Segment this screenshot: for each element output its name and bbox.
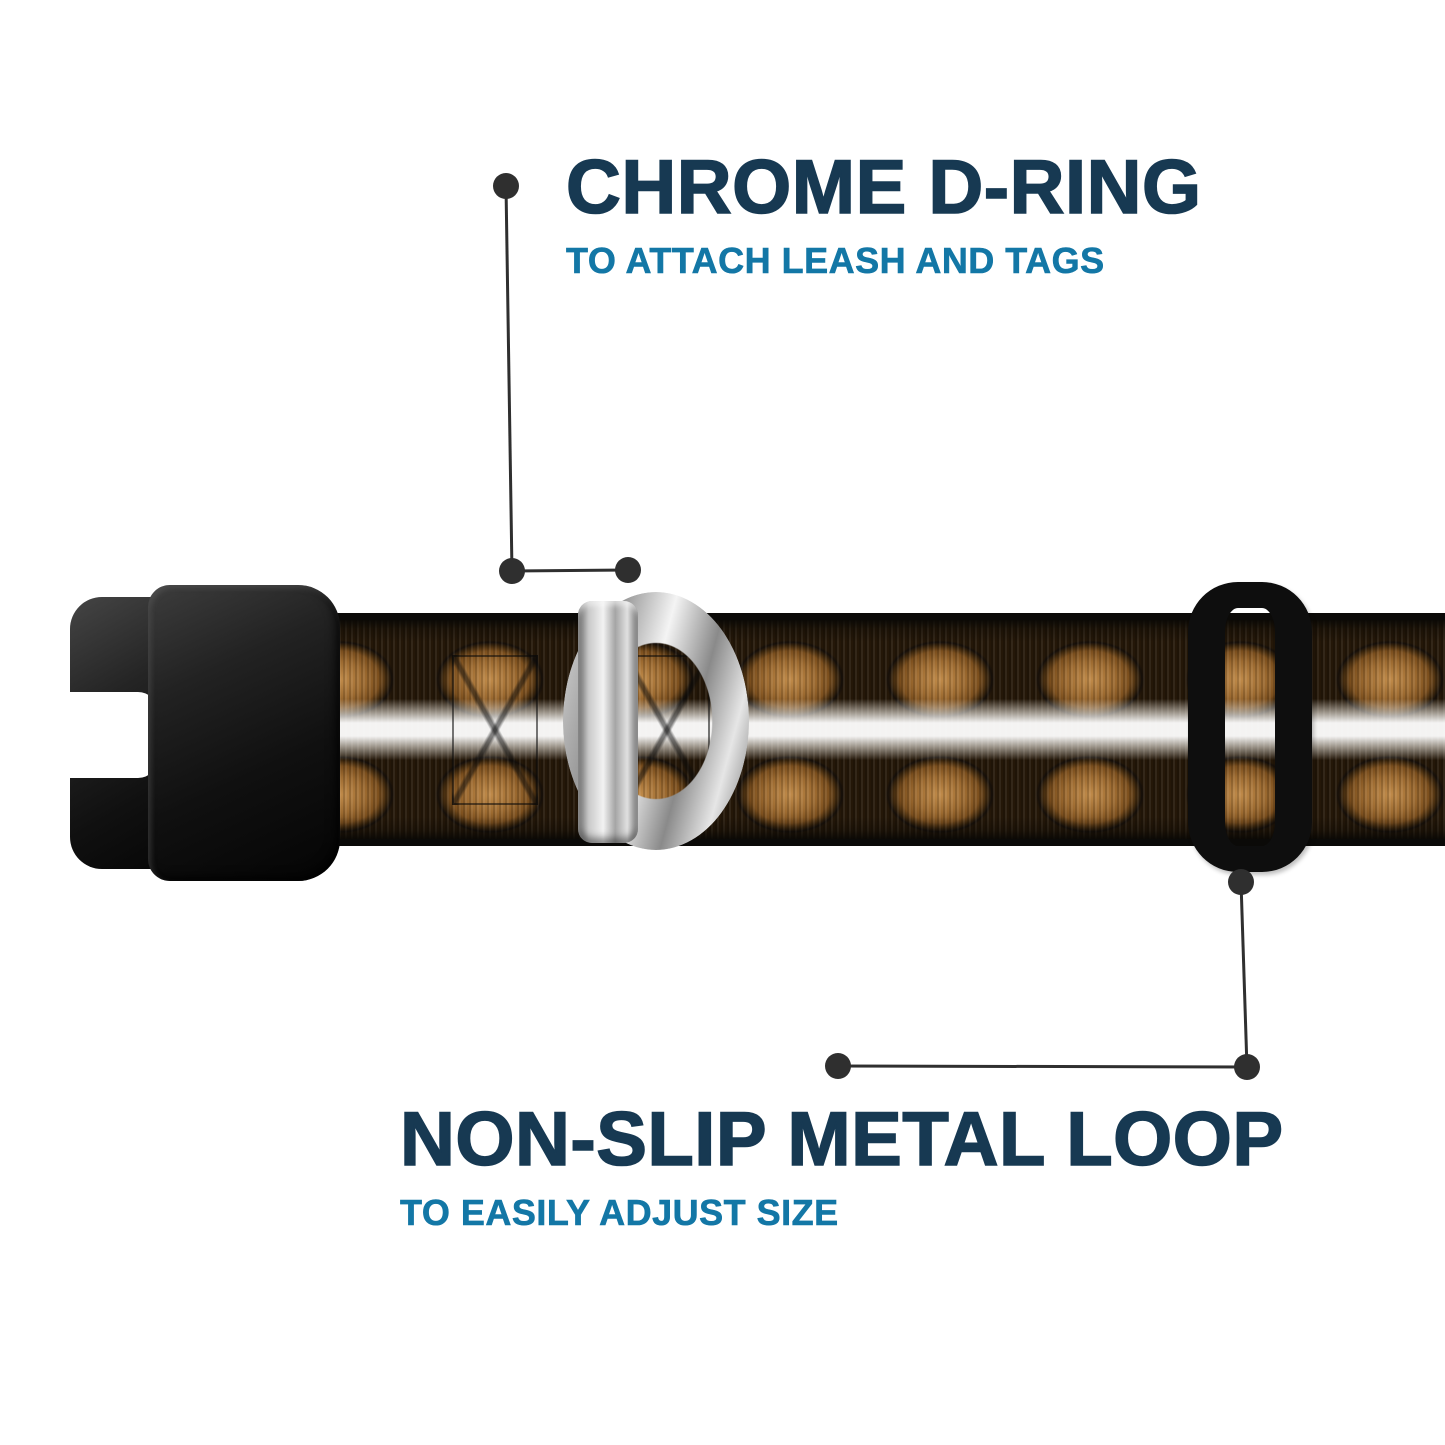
loop-callout: NON-SLIP METAL LOOP TO EASILY ADJUST SIZ… [399, 1097, 1284, 1234]
collar-strap [253, 613, 1445, 846]
loop-callout-dot-target [1228, 869, 1254, 895]
dring-callout-title: CHROME D-RING [565, 145, 1202, 230]
dring-callout-dot-text [493, 173, 519, 199]
loop-callout-line-vertical [1239, 881, 1249, 1069]
dring-callout-subtitle: TO ATTACH LEASH AND TAGS [566, 240, 1105, 282]
side-release-buckle [148, 585, 340, 881]
loop-callout-subtitle: TO EASILY ADJUST SIZE [400, 1192, 839, 1234]
dring-callout-dot-bend [499, 558, 525, 584]
loop-callout-title: NON-SLIP METAL LOOP [399, 1097, 1284, 1182]
dring-callout-line-horizontal [511, 568, 629, 573]
loop-callout-line-horizontal [837, 1064, 1248, 1069]
loop-callout-dot-bend [1234, 1054, 1260, 1080]
metal-loop-slider [1188, 582, 1312, 872]
dring-callout: CHROME D-RING TO ATTACH LEASH AND TAGS [565, 145, 1202, 282]
dring-callout-line-vertical [504, 185, 514, 573]
dring-callout-dot-target [615, 557, 641, 583]
stitch-box [452, 655, 538, 805]
loop-callout-dot-text [825, 1053, 851, 1079]
chrome-d-ring-bar [578, 601, 638, 843]
buckle-notch [66, 692, 158, 778]
